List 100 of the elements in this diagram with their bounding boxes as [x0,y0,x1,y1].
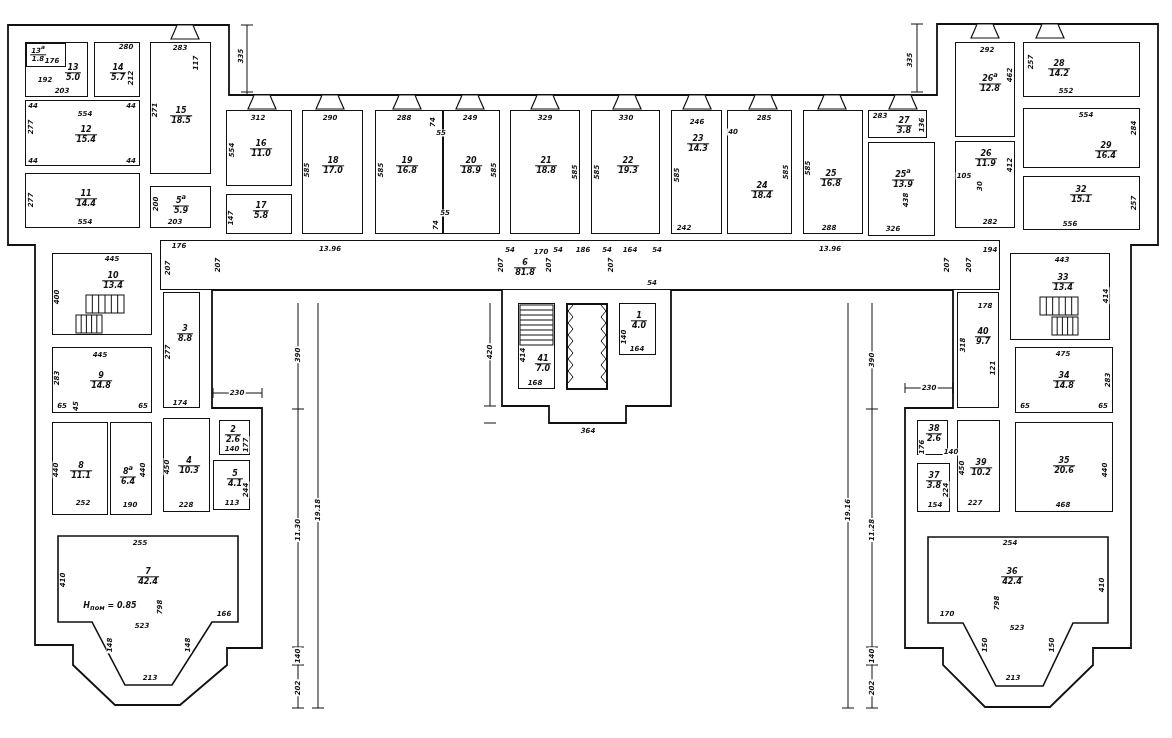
room-number: 15 [170,106,192,117]
room-outline [1023,42,1140,97]
room-outline [52,347,152,413]
room-number: 5$^{а}$ [172,194,190,207]
shaft-box [566,303,608,390]
room-outline [917,463,950,512]
room-outline [52,422,108,515]
room-outline [150,186,211,228]
room-number: 26$^{а}$ [979,72,1001,85]
room-outline [868,142,935,236]
room-area: 5.8 [252,211,270,221]
room-area: 15.4 [75,135,97,145]
room-outline [1010,253,1110,340]
room-area: 13.9 [892,180,914,190]
corridor-outline [160,240,1000,290]
room-area: 14.4 [75,199,97,209]
room-outline [163,418,210,512]
room-outline [110,422,152,515]
room-area: 3.8 [895,126,913,136]
room-number: 2 [224,425,242,436]
room-area: 8.8 [176,334,194,344]
room-number: 4 [178,456,200,467]
room-area: 5.9 [172,206,190,216]
room-outline [25,100,140,166]
room-outline [25,173,140,228]
room-outline [510,110,580,234]
room-area: 10.2 [970,468,992,478]
room-outline [619,303,656,355]
room-number: 35 [1053,456,1075,467]
room-area: 18.5 [170,116,192,126]
room-number: 28 [1048,59,1070,70]
room-number: 26 [975,149,997,160]
room-number: 40 [974,327,992,338]
room-area: 13.4 [1052,283,1074,293]
room-number: 25 [820,169,842,180]
room-area: 11.1 [70,471,92,481]
room-outline [1015,422,1113,512]
room-number: 3 [176,324,194,335]
room-number: 22 [617,156,639,167]
room-number: 5 [226,469,244,480]
room-area: 3.8 [925,481,943,491]
room-number: 24 [751,181,773,192]
room-area: 19.3 [617,166,639,176]
room-number: 39 [970,458,992,469]
room-area: 17.0 [322,166,344,176]
room-area: 5.0 [64,73,82,83]
room-area: 2.6 [224,435,242,445]
room-area: 42.4 [1001,577,1023,587]
room-number: 36 [1001,567,1023,578]
room-area: 20.6 [1053,466,1075,476]
room-area: 15.1 [1070,195,1092,205]
room-outline [163,292,200,408]
room-area: 42.4 [137,577,159,587]
room-number: 29 [1095,141,1117,152]
room-number: 16 [250,139,272,150]
room-outline [1023,108,1140,168]
room-number: 19 [396,156,418,167]
room-area: 7.0 [534,364,552,374]
room-outline [302,110,363,234]
room-area: 5.7 [109,73,127,83]
room-outline [928,537,1108,687]
room-number: 20 [460,156,482,167]
room-area: 4.0 [630,321,648,331]
room-outline [213,460,250,510]
room-number: 41 [534,354,552,365]
room-number: 23 [687,134,709,145]
room-number: 8$^{а}$ [119,465,137,478]
room-outline [58,536,238,686]
room-area: 2.6 [925,434,943,444]
room-area: 16.8 [820,179,842,189]
room-number: 14 [109,63,127,74]
room-number: 7 [137,567,159,578]
room-area: 14.2 [1048,69,1070,79]
room-area: 6.4 [119,477,137,487]
room-number: 32 [1070,185,1092,196]
room-area: 18.9 [460,166,482,176]
room-outline [226,194,292,234]
room-outline [955,42,1015,137]
room-area: 10.3 [178,466,200,476]
room-area: 14.8 [1053,381,1075,391]
room-outline [26,43,66,67]
ceiling-height-note: H$_{пом}$ = 0.85 [82,601,138,613]
room-outline [955,141,1015,228]
room-area: 9.7 [974,337,992,347]
room-number: 9 [90,371,112,382]
room-number: 12 [75,125,97,136]
room-number: 11 [75,189,97,200]
room-number: 27 [895,116,913,127]
room-number: 34 [1053,371,1075,382]
room-outline [957,420,1000,512]
room-outline [150,42,211,174]
room-area: 18.4 [751,191,773,201]
room-area: 4.1 [226,479,244,489]
room-number: 38 [925,424,943,435]
room-outline [219,420,250,455]
room-area: 16.8 [396,166,418,176]
room-area: 14.3 [687,144,709,154]
room-number: 37 [925,471,943,482]
room-outline [1015,347,1113,413]
room-number: 25$^{а}$ [892,168,914,181]
